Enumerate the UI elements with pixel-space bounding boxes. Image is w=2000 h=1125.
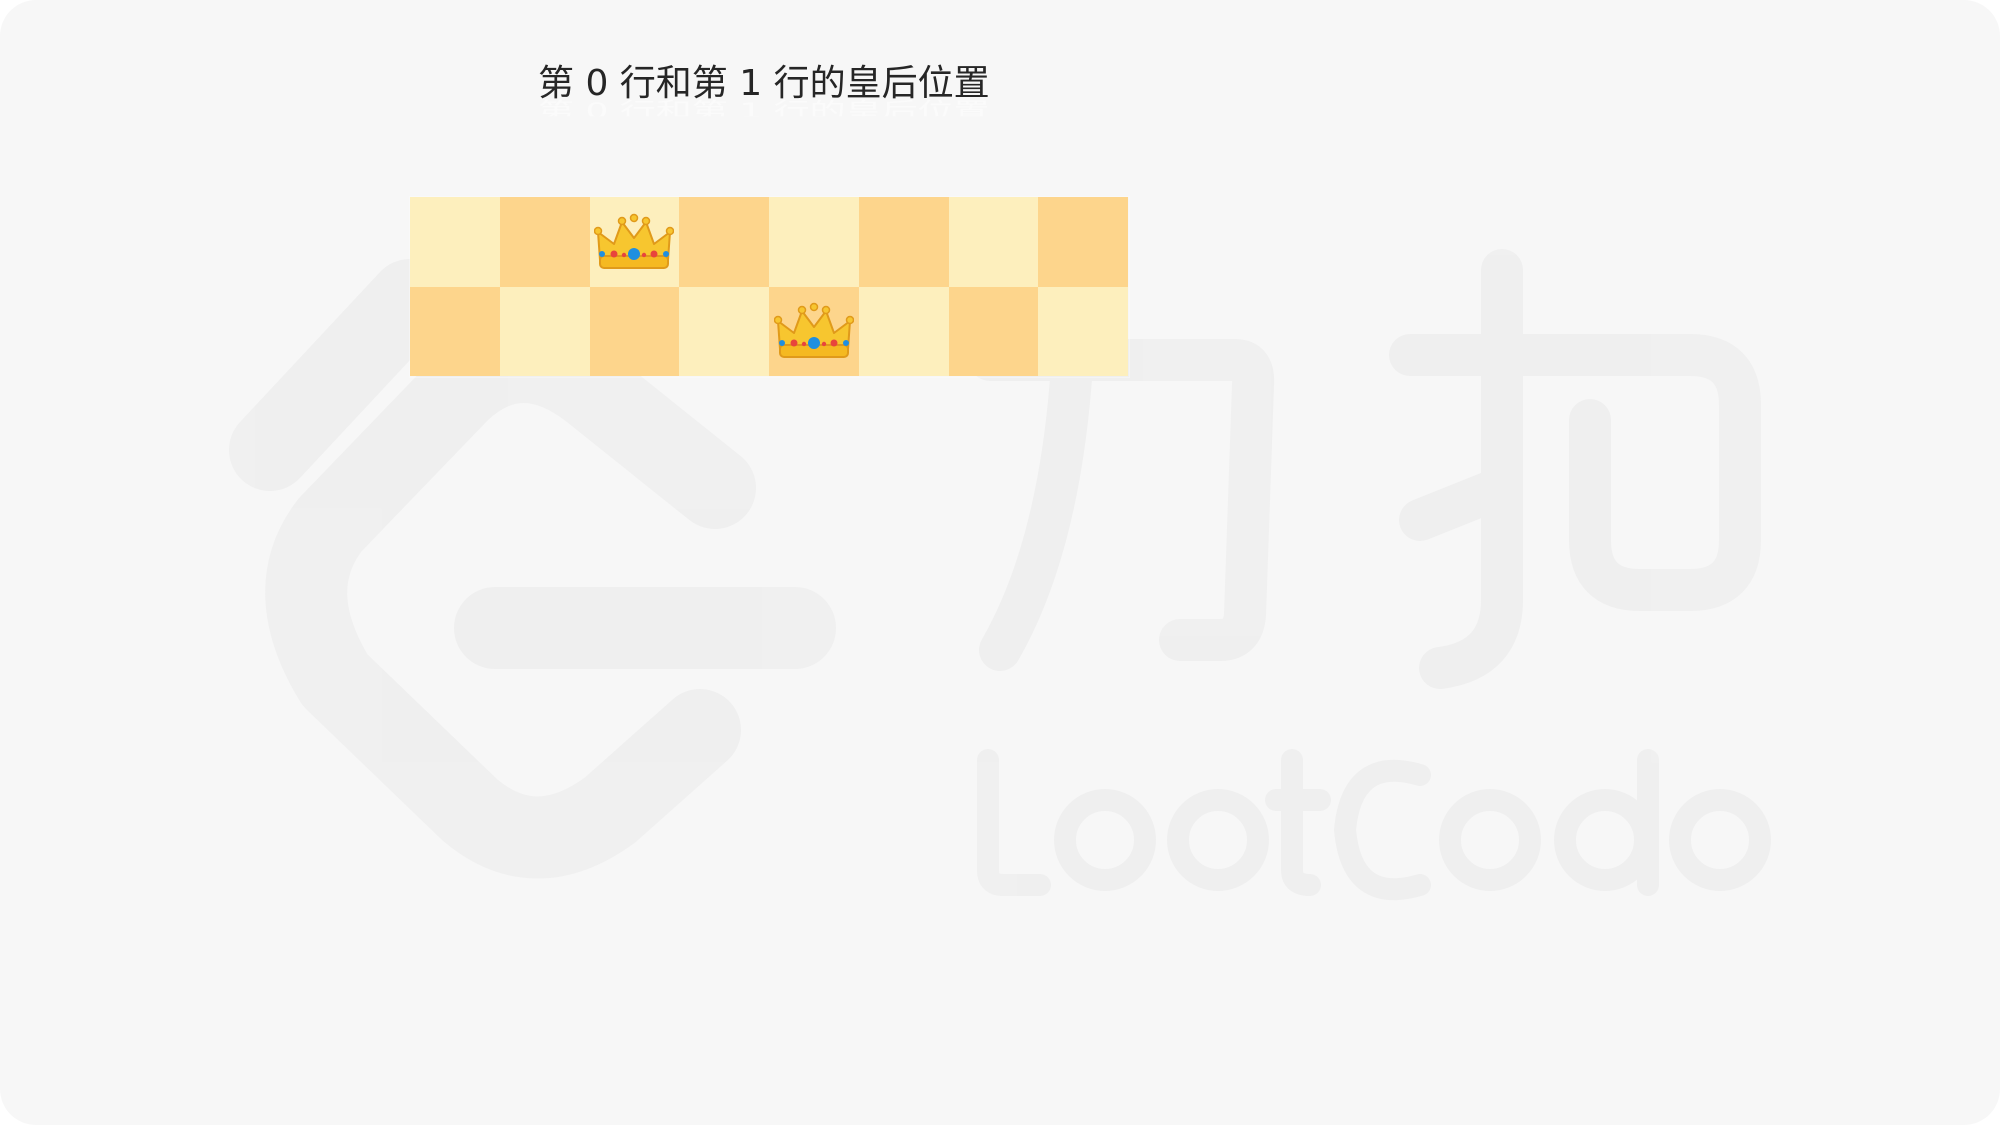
board-cell bbox=[410, 286, 500, 376]
board-cell bbox=[679, 197, 769, 287]
board-cell bbox=[858, 197, 949, 287]
board-cell bbox=[858, 286, 949, 376]
chess-board bbox=[410, 197, 1129, 377]
board-cell bbox=[589, 197, 680, 287]
board-cell bbox=[769, 286, 859, 376]
board-cell bbox=[1038, 286, 1128, 376]
board-cell bbox=[679, 286, 769, 376]
board-cell bbox=[410, 197, 500, 287]
board-cell bbox=[499, 197, 590, 287]
board-cell bbox=[948, 286, 1039, 376]
crown-icon bbox=[774, 301, 854, 361]
diagram-title: 第 0 行和第 1 行的皇后位置 bbox=[538, 63, 990, 104]
board-cell bbox=[499, 286, 590, 376]
board-cell bbox=[769, 197, 859, 287]
crown-icon bbox=[594, 212, 674, 272]
board-cell bbox=[948, 197, 1039, 287]
board-cell bbox=[589, 286, 680, 376]
board-cell bbox=[1038, 197, 1128, 287]
diagram-title-reflection: 第 0 行和第 1 行的皇后位置 bbox=[538, 99, 990, 124]
